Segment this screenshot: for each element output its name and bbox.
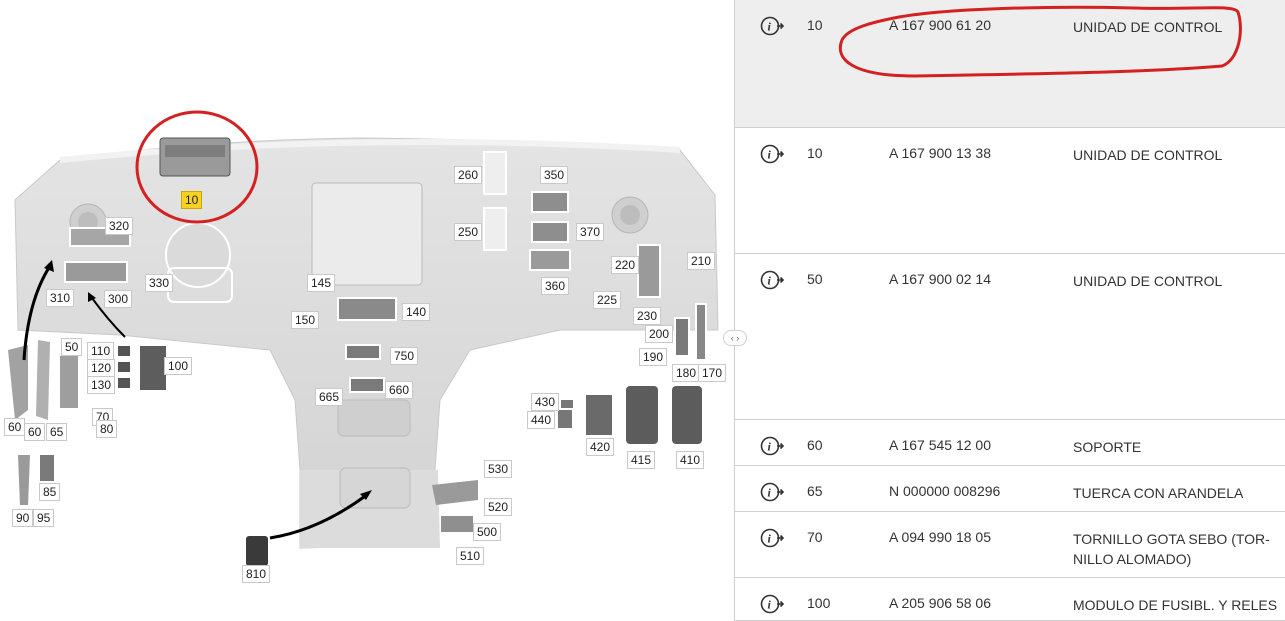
callout-410[interactable]: 410 xyxy=(676,451,705,469)
callout-100[interactable]: 100 xyxy=(164,357,193,375)
part-description: UNIDAD DE CONTROL xyxy=(1073,273,1223,289)
callout-145[interactable]: 145 xyxy=(307,274,336,292)
callout-350[interactable]: 350 xyxy=(540,166,569,184)
callout-200[interactable]: 200 xyxy=(645,325,674,343)
position-number: 70 xyxy=(807,529,823,545)
callout-360[interactable]: 360 xyxy=(541,277,570,295)
callout-110[interactable]: 110 xyxy=(87,342,115,360)
callout-750[interactable]: 750 xyxy=(390,347,419,365)
callout-665[interactable]: 665 xyxy=(315,388,344,406)
callout-520[interactable]: 520 xyxy=(484,498,513,516)
callout-510[interactable]: 510 xyxy=(456,547,485,565)
table-row[interactable]: i 100 A 205 906 58 06 MODULO DE FUSIBL. … xyxy=(735,578,1285,621)
part-number: A 167 545 12 00 xyxy=(889,437,991,453)
callout-530[interactable]: 530 xyxy=(484,460,513,478)
part-description: TUERCA CON ARANDELA xyxy=(1073,485,1244,501)
callout-260[interactable]: 260 xyxy=(454,166,483,184)
callout-60-a[interactable]: 60 xyxy=(4,418,26,436)
part-number: A 167 900 13 38 xyxy=(889,145,991,161)
svg-text:i: i xyxy=(768,598,772,612)
parts-table: i 10 A 167 900 61 20 UNIDAD DE CONTROL i… xyxy=(735,0,1285,621)
callout-415[interactable]: 415 xyxy=(627,451,656,469)
part-number: A 205 906 58 06 xyxy=(889,595,991,611)
callout-330[interactable]: 330 xyxy=(145,274,174,292)
callout-225[interactable]: 225 xyxy=(593,291,622,309)
part-number: A 094 990 18 05 xyxy=(889,529,991,545)
part-description: MODULO DE FUSIBL. Y RELES xyxy=(1073,597,1278,613)
callout-65[interactable]: 65 xyxy=(46,423,68,441)
callout-180[interactable]: 180 xyxy=(672,364,701,382)
callout-60-b[interactable]: 60 xyxy=(24,423,46,441)
callout-810[interactable]: 810 xyxy=(242,565,271,583)
table-row[interactable]: i 50 A 167 900 02 14 UNIDAD DE CONTROL xyxy=(735,254,1285,420)
callout-190[interactable]: 190 xyxy=(639,348,668,366)
callout-420[interactable]: 420 xyxy=(586,438,615,456)
position-number: 10 xyxy=(807,17,823,33)
callout-170[interactable]: 170 xyxy=(698,364,727,382)
position-number: 65 xyxy=(807,483,823,499)
part-description: TORNILLO GOTA SEBO (TOR-NILLO ALOMADO) xyxy=(1073,531,1270,567)
info-arrow-icon[interactable]: i xyxy=(760,269,784,291)
info-arrow-icon[interactable]: i xyxy=(760,481,784,503)
svg-text:i: i xyxy=(768,440,772,454)
dashboard-illustration xyxy=(8,110,719,566)
callout-210[interactable]: 210 xyxy=(687,252,716,270)
svg-text:i: i xyxy=(768,148,772,162)
red-annotation-mark xyxy=(838,5,1242,78)
callout-220[interactable]: 220 xyxy=(611,256,640,274)
callout-300[interactable]: 300 xyxy=(104,290,133,308)
callout-80[interactable]: 80 xyxy=(96,420,118,438)
pane-splitter[interactable] xyxy=(734,0,735,621)
callout-130[interactable]: 130 xyxy=(87,376,116,394)
position-number: 50 xyxy=(807,271,823,287)
svg-text:i: i xyxy=(768,532,772,546)
callout-440[interactable]: 440 xyxy=(527,411,556,429)
callout-150[interactable]: 150 xyxy=(291,311,320,329)
callout-310[interactable]: 310 xyxy=(46,289,75,307)
position-number: 60 xyxy=(807,437,823,453)
part-description: UNIDAD DE CONTROL xyxy=(1073,19,1223,35)
svg-text:i: i xyxy=(768,486,772,500)
table-row[interactable]: i 10 A 167 900 61 20 UNIDAD DE CONTROL xyxy=(735,0,1285,128)
callout-370[interactable]: 370 xyxy=(576,223,605,241)
position-number: 10 xyxy=(807,145,823,161)
splitter-handle[interactable]: ‹ › xyxy=(723,330,747,346)
callout-320[interactable]: 320 xyxy=(105,217,134,235)
callout-85[interactable]: 85 xyxy=(39,483,61,501)
svg-text:i: i xyxy=(768,20,772,34)
callout-660[interactable]: 660 xyxy=(385,381,414,399)
table-row[interactable]: i 60 A 167 545 12 00 SOPORTE xyxy=(735,420,1285,466)
callout-430[interactable]: 430 xyxy=(531,393,560,411)
callout-50[interactable]: 50 xyxy=(61,338,83,356)
info-arrow-icon[interactable]: i xyxy=(760,527,784,549)
part-number: A 167 900 02 14 xyxy=(889,271,991,287)
callout-120[interactable]: 120 xyxy=(87,359,116,377)
callout-10[interactable]: 10 xyxy=(181,191,203,209)
info-arrow-icon[interactable]: i xyxy=(760,143,784,165)
part-number: A 167 900 61 20 xyxy=(889,17,991,33)
callout-250[interactable]: 250 xyxy=(454,223,483,241)
callout-95[interactable]: 95 xyxy=(33,509,55,527)
callout-230[interactable]: 230 xyxy=(633,307,662,325)
table-row[interactable]: i 65 N 000000 008296 TUERCA CON ARANDELA xyxy=(735,466,1285,512)
part-description: UNIDAD DE CONTROL xyxy=(1073,147,1223,163)
info-arrow-icon[interactable]: i xyxy=(760,593,784,615)
table-row[interactable]: i 10 A 167 900 13 38 UNIDAD DE CONTROL xyxy=(735,128,1285,254)
part-number: N 000000 008296 xyxy=(889,483,1001,499)
part-description: SOPORTE xyxy=(1073,439,1142,455)
callout-500[interactable]: 500 xyxy=(473,523,502,541)
callout-140[interactable]: 140 xyxy=(402,303,431,321)
position-number: 100 xyxy=(807,595,831,611)
table-row[interactable]: i 70 A 094 990 18 05 TORNILLO GOTA SEBO … xyxy=(735,512,1285,578)
svg-text:i: i xyxy=(768,274,772,288)
parts-diagram: 10 260 250 350 370 360 320 330 310 300 1… xyxy=(4,110,727,583)
info-arrow-icon[interactable]: i xyxy=(760,435,784,457)
callout-90[interactable]: 90 xyxy=(12,509,34,527)
info-arrow-icon[interactable]: i xyxy=(760,15,784,37)
